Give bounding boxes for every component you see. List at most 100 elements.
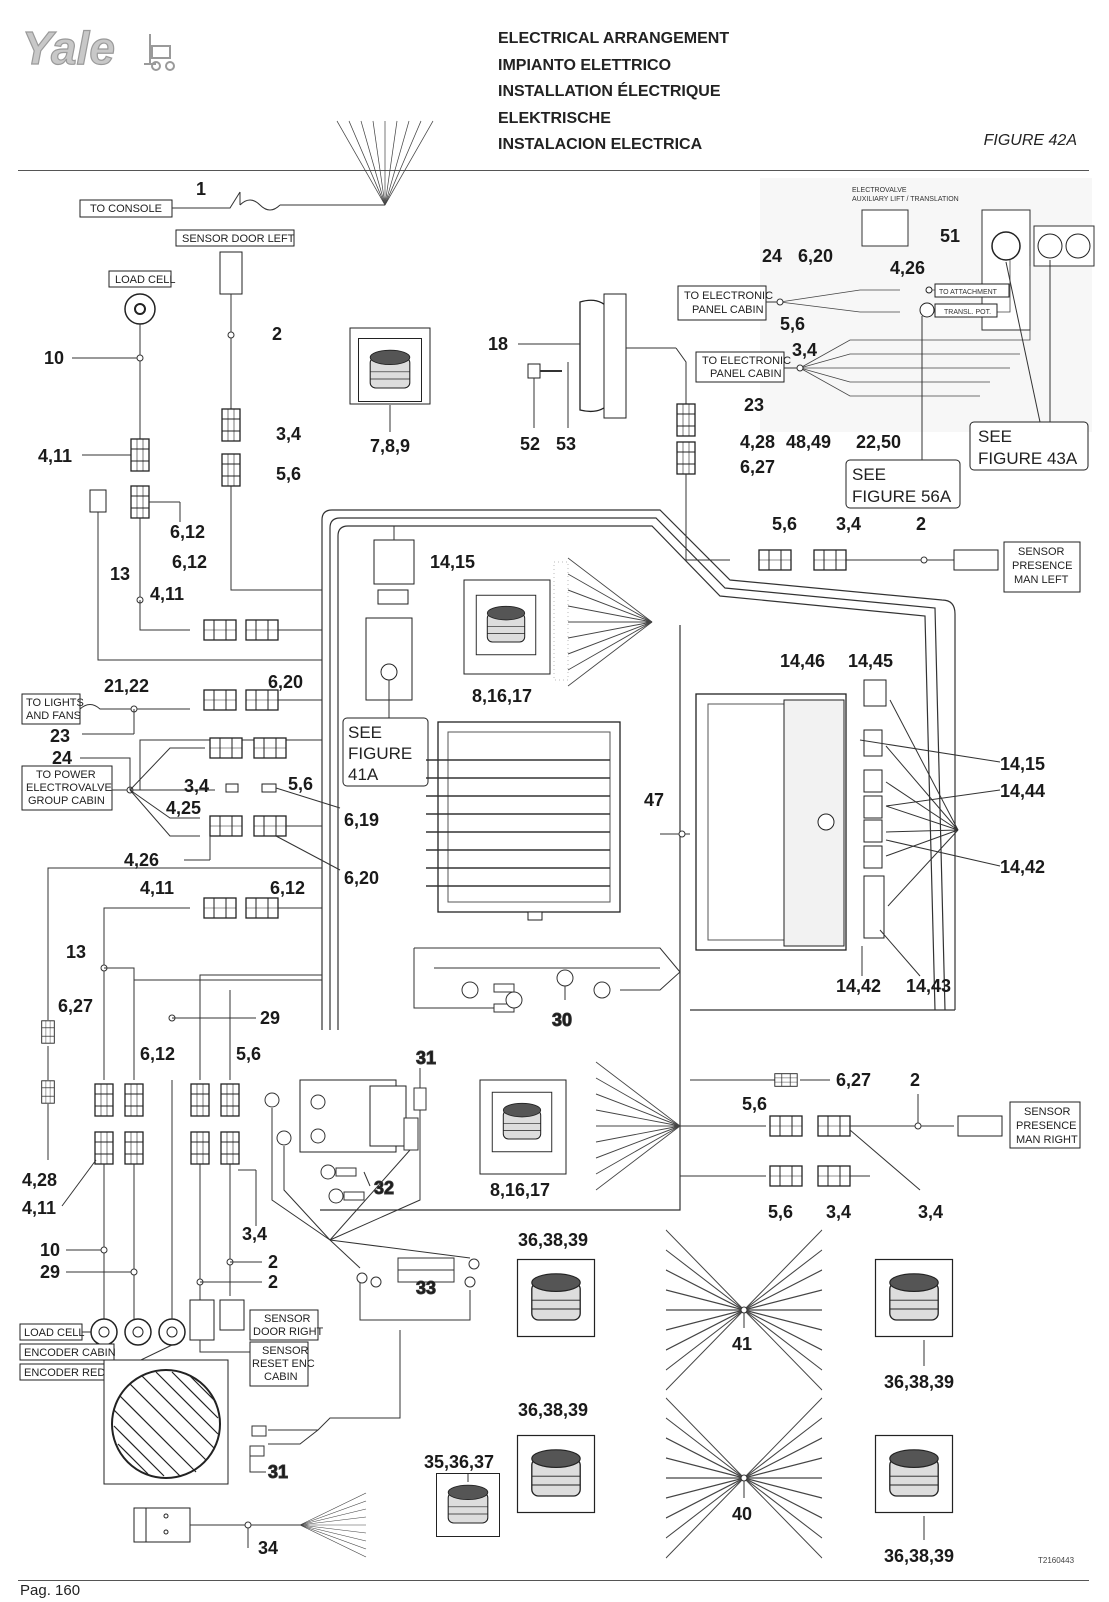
sre-line2: RESET ENC [252, 1358, 315, 1370]
callout-6-27-top: 6,27 [740, 457, 775, 477]
callout-3-4-door: 3,4 [242, 1224, 267, 1244]
callout-29-left: 29 [40, 1262, 60, 1282]
callout-33: 33 [416, 1278, 436, 1298]
callout-36-38-39-a: 36,38,39 [518, 1230, 588, 1250]
label-transl-pot: TRANSL. POT. [944, 309, 991, 316]
callout-22-50: 22,50 [856, 432, 901, 452]
callout-36-38-39-c: 36,38,39 [518, 1400, 588, 1420]
see-41a-line1: SEE [348, 723, 382, 742]
page-number: Pag. 160 [20, 1582, 81, 1599]
lights-line2: AND FANS [26, 710, 81, 722]
electrovalve-callouts: TO ELECTRONIC PANEL CABIN TO ELECTRONIC … [677, 226, 1089, 509]
sre-line3: CABIN [264, 1371, 298, 1383]
callout-36-38-39-b: 36,38,39 [884, 1372, 954, 1392]
callout-3-4-top: 3,4 [276, 424, 301, 444]
callout-41: 41 [732, 1334, 752, 1354]
callout-24-mid: 24 [52, 748, 72, 768]
console-branch: TO CONSOLE 1 7,8,9 [79, 120, 434, 456]
yale-logo-wordmark: Yale [22, 22, 115, 74]
callout-7-8-9: 7,8,9 [370, 436, 410, 456]
callout-35-36-37: 35,36,37 [424, 1452, 494, 1472]
callout-30: 30 [552, 1010, 572, 1030]
connector-34-group: 34 35,36,37 [133, 1452, 501, 1558]
callout-5-6-top: 5,6 [276, 464, 301, 484]
sensor-presence-right-branch: 6,27 2 5,6 SENSOR PRESENCE MAN RIGHT 5,6… [479, 1061, 1081, 1222]
callout-14-44: 14,44 [1000, 781, 1045, 801]
forklift-icon [144, 34, 175, 71]
display-unit: 18 52 53 4,28 6,27 [488, 293, 775, 561]
title-block: ELECTRICAL ARRANGEMENT IMPIANTO ELETTRIC… [498, 26, 729, 159]
yale-logo: Yale [22, 21, 175, 75]
label-encoder-redon: ENCODER REDON. [24, 1367, 125, 1379]
to-electronic-1-line2: PANEL CABIN [692, 304, 764, 316]
wire-bundle-main [320, 509, 956, 1211]
callout-48-49: 48,49 [786, 432, 831, 452]
battery-cables: 31 32 33 31 [249, 1048, 480, 1483]
callout-14-15-b: 14,15 [1000, 754, 1045, 774]
callout-34: 34 [258, 1538, 278, 1558]
title-de: ELEKTRISCHE [498, 109, 611, 127]
harness-40: 36,38,39 36,38,39 40 [516, 1397, 954, 1566]
callout-14-45: 14,45 [848, 651, 893, 671]
callout-2-spmr: 2 [910, 1070, 920, 1090]
callout-3-4-low-b: 3,4 [918, 1202, 943, 1222]
callout-53: 53 [556, 434, 576, 454]
callout-6-12-a: 6,12 [170, 522, 205, 542]
power-line1: TO POWER [36, 769, 96, 781]
callout-4-26-mid: 4,26 [124, 850, 159, 870]
callout-29-mid: 29 [260, 1008, 280, 1028]
spml-line1: SENSOR [1018, 546, 1065, 558]
callout-31-top: 31 [416, 1048, 436, 1068]
callout-14-42-b: 14,42 [836, 976, 881, 996]
sensor-door-left-branch: SENSOR DOOR LEFT 2 3,4 5,6 [175, 229, 322, 591]
figure-number: FIGURE 42A [983, 132, 1077, 149]
callout-23-mid: 23 [50, 726, 70, 746]
control-unit: 47 14,46 14,45 14,15 14,44 14,42 14,42 1… [644, 651, 1045, 996]
console-connector-group: 14,15 SEE FIGURE 41A [342, 526, 475, 787]
callout-6-27-left: 6,27 [58, 996, 93, 1016]
harness-41: 36,38,39 36,38,39 41 [516, 1229, 954, 1392]
callout-18: 18 [488, 334, 508, 354]
callout-4-11-bot: 4,11 [22, 1198, 56, 1218]
label-load-cell-bottom: LOAD CELL [24, 1327, 85, 1339]
spmr-line2: PRESENCE [1016, 1120, 1077, 1132]
callout-5-6-ev: 5,6 [780, 314, 805, 334]
callout-13-low: 13 [66, 942, 86, 962]
callout-3-4-spml: 3,4 [836, 514, 861, 534]
callout-24-top: 24 [762, 246, 782, 266]
callout-2-spml: 2 [916, 514, 926, 534]
see-43a-line2: FIGURE 43A [978, 449, 1078, 468]
spmr-line1: SENSOR [1024, 1106, 1071, 1118]
sensor-presence-left-branch: 5,6 3,4 2 SENSOR PRESENCE MAN LEFT [758, 514, 1081, 593]
control-connectors [863, 679, 887, 939]
callout-5-6-low: 5,6 [768, 1202, 793, 1222]
callout-8-16-17-b: 8,16,17 [490, 1180, 550, 1200]
callout-5-6-spmr: 5,6 [742, 1094, 767, 1114]
sdr-line2: DOOR RIGHT [253, 1326, 324, 1338]
to-electronic-2-line1: TO ELECTRONIC [702, 355, 791, 367]
callout-3-4-mid: 3,4 [184, 776, 209, 796]
see-43a-line1: SEE [978, 427, 1012, 446]
left-harness-bottom: 6,27 4,28 6,12 4,11 10 29 LOAD CELL ENCO… [19, 996, 229, 1485]
callout-1: 1 [196, 179, 206, 199]
callout-6-27-right: 6,27 [836, 1070, 871, 1090]
power-line2: ELECTROVALVE [26, 782, 112, 794]
see-41a-line2: FIGURE [348, 744, 412, 763]
callout-14-15-a: 14,15 [430, 552, 475, 572]
encoder-disc [103, 1359, 229, 1485]
header-rule [18, 170, 1089, 171]
callout-4-26-top: 4,26 [890, 258, 925, 278]
callout-2-door-a: 2 [268, 1252, 278, 1272]
callout-6-20-top: 6,20 [798, 246, 833, 266]
electrovalve-inset: ELECTROVALVE AUXILIARY LIFT / TRANSLATIO… [760, 178, 1095, 432]
connector-8-16-17-upper: 8,16,17 [463, 557, 653, 706]
callout-4-11-low: 4,11 [140, 878, 174, 898]
label-to-attachment: TO ATTACHMENT [939, 289, 998, 296]
callout-5-6-door: 5,6 [236, 1044, 261, 1064]
title-fr: INSTALLATION ÉLECTRIQUE [498, 83, 721, 100]
callout-4-11-mid: 4,11 [150, 584, 184, 604]
callout-5-6-spml: 5,6 [772, 514, 797, 534]
callout-40: 40 [732, 1504, 752, 1524]
callout-47: 47 [644, 790, 664, 810]
title-en: ELECTRICAL ARRANGEMENT [498, 30, 730, 47]
